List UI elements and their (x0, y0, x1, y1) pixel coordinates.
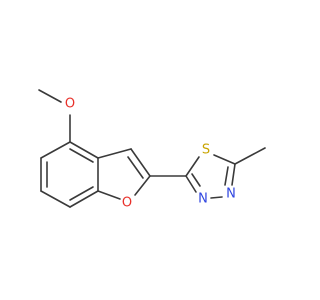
atom-labels: O O S N N (65, 97, 236, 211)
bond-c-n1 (231, 163, 236, 186)
atom-o-furan: O (122, 196, 132, 211)
bond-c7-c7a (69, 190, 99, 208)
atom-o-methoxy: O (65, 97, 75, 112)
bond-c3a-c4 (69, 141, 99, 159)
bond-c7-c7a-inner (69, 186, 94, 201)
bond-ofuran-c7a (97, 190, 121, 200)
bond-s-c (213, 154, 236, 165)
bond-c-s (185, 156, 200, 177)
atom-n1: N (226, 187, 236, 202)
bond-c3a-c3 (97, 148, 132, 159)
bond-methyl-o (38, 89, 62, 103)
bonds (38, 89, 266, 208)
bond-n2-c (185, 175, 197, 193)
bond-c2-ofuran (134, 175, 151, 196)
bond-c-methyl (234, 147, 266, 165)
bond-c6-c7 (40, 190, 71, 208)
bond-c4-c5 (40, 141, 71, 159)
molecule-structure: O O S N N (38, 89, 266, 211)
bond-c-n1-inner (224, 166, 229, 186)
atom-n2: N (198, 192, 208, 207)
bond-c3a-c4-inner (69, 148, 94, 163)
atom-s: S (202, 143, 210, 158)
bond-c3-c2 (130, 148, 151, 177)
bond-n2-c-inner (191, 173, 201, 187)
bond-n1-n2 (210, 196, 223, 199)
bond-c3-c2-inner (127, 156, 144, 179)
